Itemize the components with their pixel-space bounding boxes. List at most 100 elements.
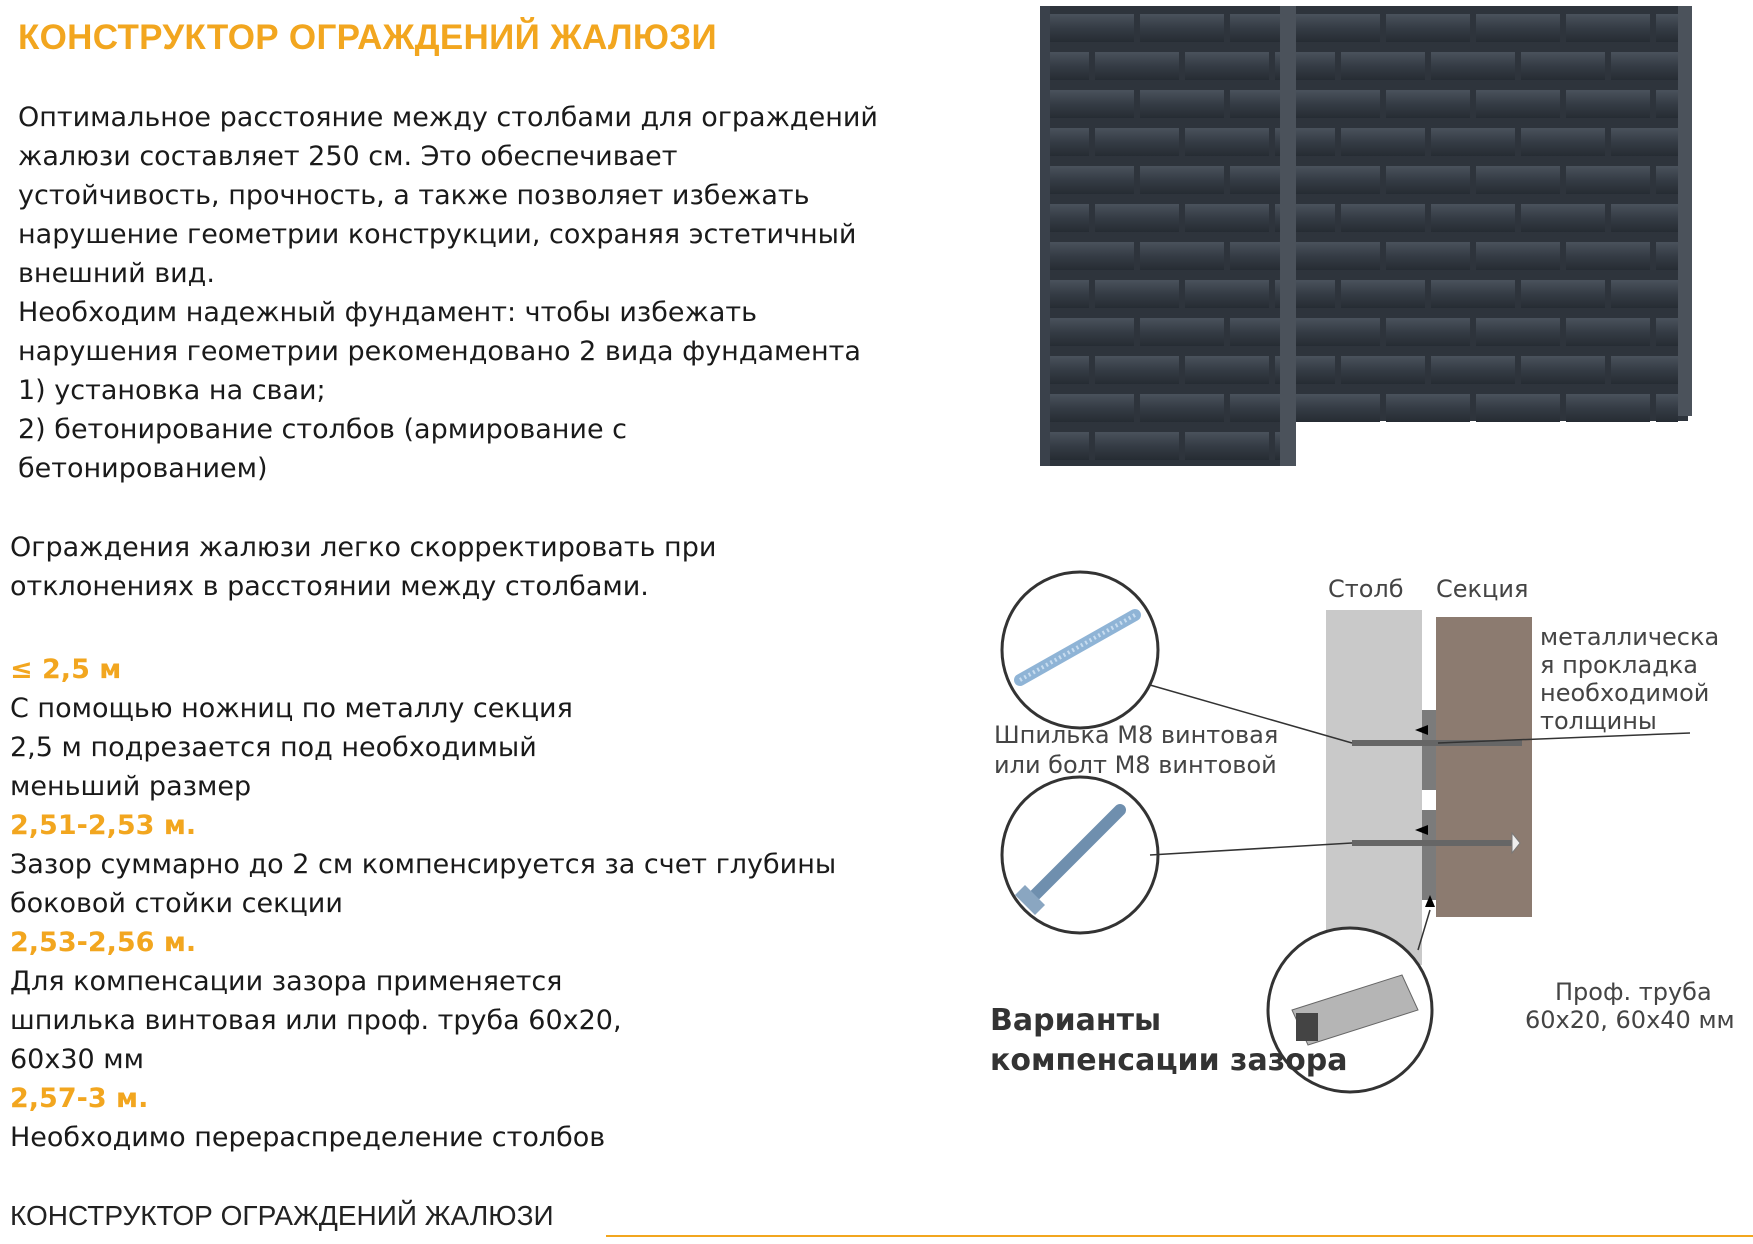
fence-slat [1386,166,1470,194]
range-line: меньший размер [10,771,252,802]
fence-slat [1140,242,1224,270]
stud-label: или болт М8 винтовой [994,751,1277,779]
footer-divider [606,1235,1753,1237]
fence-slat [1095,128,1179,156]
fence-slat [1341,204,1425,232]
section-profile [1436,617,1532,917]
fence-slat [1095,280,1179,308]
fence-slat [1431,52,1515,80]
leader-line [1417,909,1431,951]
range-heading: 2,53-2,56 м. [10,927,197,958]
arrow-icon [1415,825,1428,835]
fence-slat [1476,14,1560,42]
fence-slat [1341,280,1425,308]
leader-line [1149,684,1353,744]
fence-illustration [1040,6,1692,466]
intro-line: устойчивость, прочность, а также позволя… [18,180,810,211]
fence-slat [1185,52,1269,80]
fence-slat [1386,242,1470,270]
metal-shim [1422,710,1436,790]
bolt-head [1511,831,1521,855]
range-heading: 2,51-2,53 м. [10,810,197,841]
range-line: Для компенсации зазора применяется [10,966,563,997]
fence-slat [1611,280,1678,308]
intro-line: бетонированием) [18,453,268,484]
fence-slat [1656,14,1678,42]
fence-slat [1275,280,1280,308]
range-heading: ≤ 2,5 м [10,654,122,685]
fence-slat [1521,128,1605,156]
fence-slat [1275,128,1280,156]
tube-label: 60х20, 60х40 мм [1525,1006,1735,1034]
fence-slat [1140,90,1224,118]
distance-ranges: ≤ 2,5 м С помощью ножниц по металлу секц… [10,650,910,1157]
fence-slat [1095,432,1179,460]
fence-slat [1185,280,1269,308]
fence-slat [1095,52,1179,80]
fence-slat [1476,90,1560,118]
fence-slat [1185,204,1269,232]
shim-label: я прокладка [1540,651,1698,679]
fence-slat [1140,394,1224,422]
fence-slat [1656,90,1678,118]
fence-slat [1230,90,1280,118]
fence-slat [1566,90,1650,118]
section-label: Секция [1436,575,1528,603]
intro-line: 1) установка на сваи; [18,375,326,406]
fence-slat [1656,394,1678,422]
fence-slat [1296,318,1380,346]
stud-rod [1352,740,1522,746]
fence-slat [1296,52,1335,80]
fence-slat [1566,318,1650,346]
fence-slat [1386,14,1470,42]
fence-slat [1521,52,1605,80]
fence-slat [1275,432,1280,460]
fence-slat [1521,280,1605,308]
intro-line: 2) бетонирование столбов (армирование с [18,414,628,445]
fence-slat [1095,204,1179,232]
fence-slat [1275,204,1280,232]
fence-slat [1431,356,1515,384]
fence-slat [1566,394,1650,422]
fence-post-right [1678,6,1692,416]
range-line: С помощью ножниц по металлу секция [10,693,573,724]
fence-slat [1611,204,1678,232]
shim-label: металлическа [1540,623,1719,651]
fence-slat [1656,166,1678,194]
fence-slat [1230,166,1280,194]
fence-slat [1050,90,1134,118]
intro-line: Оптимальное расстояние между столбами дл… [18,102,878,133]
fence-slat [1296,280,1335,308]
diagram-caption: компенсации зазора [990,1043,1347,1078]
range-line: 2,5 м подрезается под необходимый [10,732,537,763]
fence-slat [1476,394,1560,422]
intro-line: жалюзи составляет 250 см. Это обеспечива… [18,141,678,172]
fence-slat [1230,242,1280,270]
fence-slat [1476,242,1560,270]
fence-slat [1095,356,1179,384]
fence-slat [1476,166,1560,194]
fence-slat [1431,280,1515,308]
range-line: боковой стойки секции [10,888,343,919]
arrow-icon [1425,895,1435,907]
note-line: отклонениях в расстоянии между столбами. [10,571,649,602]
fence-slat [1140,318,1224,346]
fence-slat [1050,166,1134,194]
intro-line: Необходим надежный фундамент: чтобы избе… [18,297,758,328]
fence-slat [1611,356,1678,384]
fence-slat [1185,128,1269,156]
bolt-head-icon [1015,885,1045,915]
fence-slat [1566,14,1650,42]
adjustment-note: Ограждения жалюзи легко скорректировать … [10,528,810,606]
bolt-icon [1024,804,1126,906]
fence-slat [1275,52,1280,80]
fence-slat [1521,204,1605,232]
fence-slat [1050,356,1089,384]
footer-label: КОНСТРУКТОР ОГРАЖДЕНИЙ ЖАЛЮЗИ [10,1200,554,1231]
intro-line: нарушение геометрии конструкции, сохраня… [18,219,857,250]
fence-slat [1050,204,1089,232]
fence-slat [1050,52,1089,80]
intro-line: нарушения геометрии рекомендовано 2 вида… [18,336,861,367]
intro-line: внешний вид. [18,258,215,289]
fence-slat [1230,318,1280,346]
